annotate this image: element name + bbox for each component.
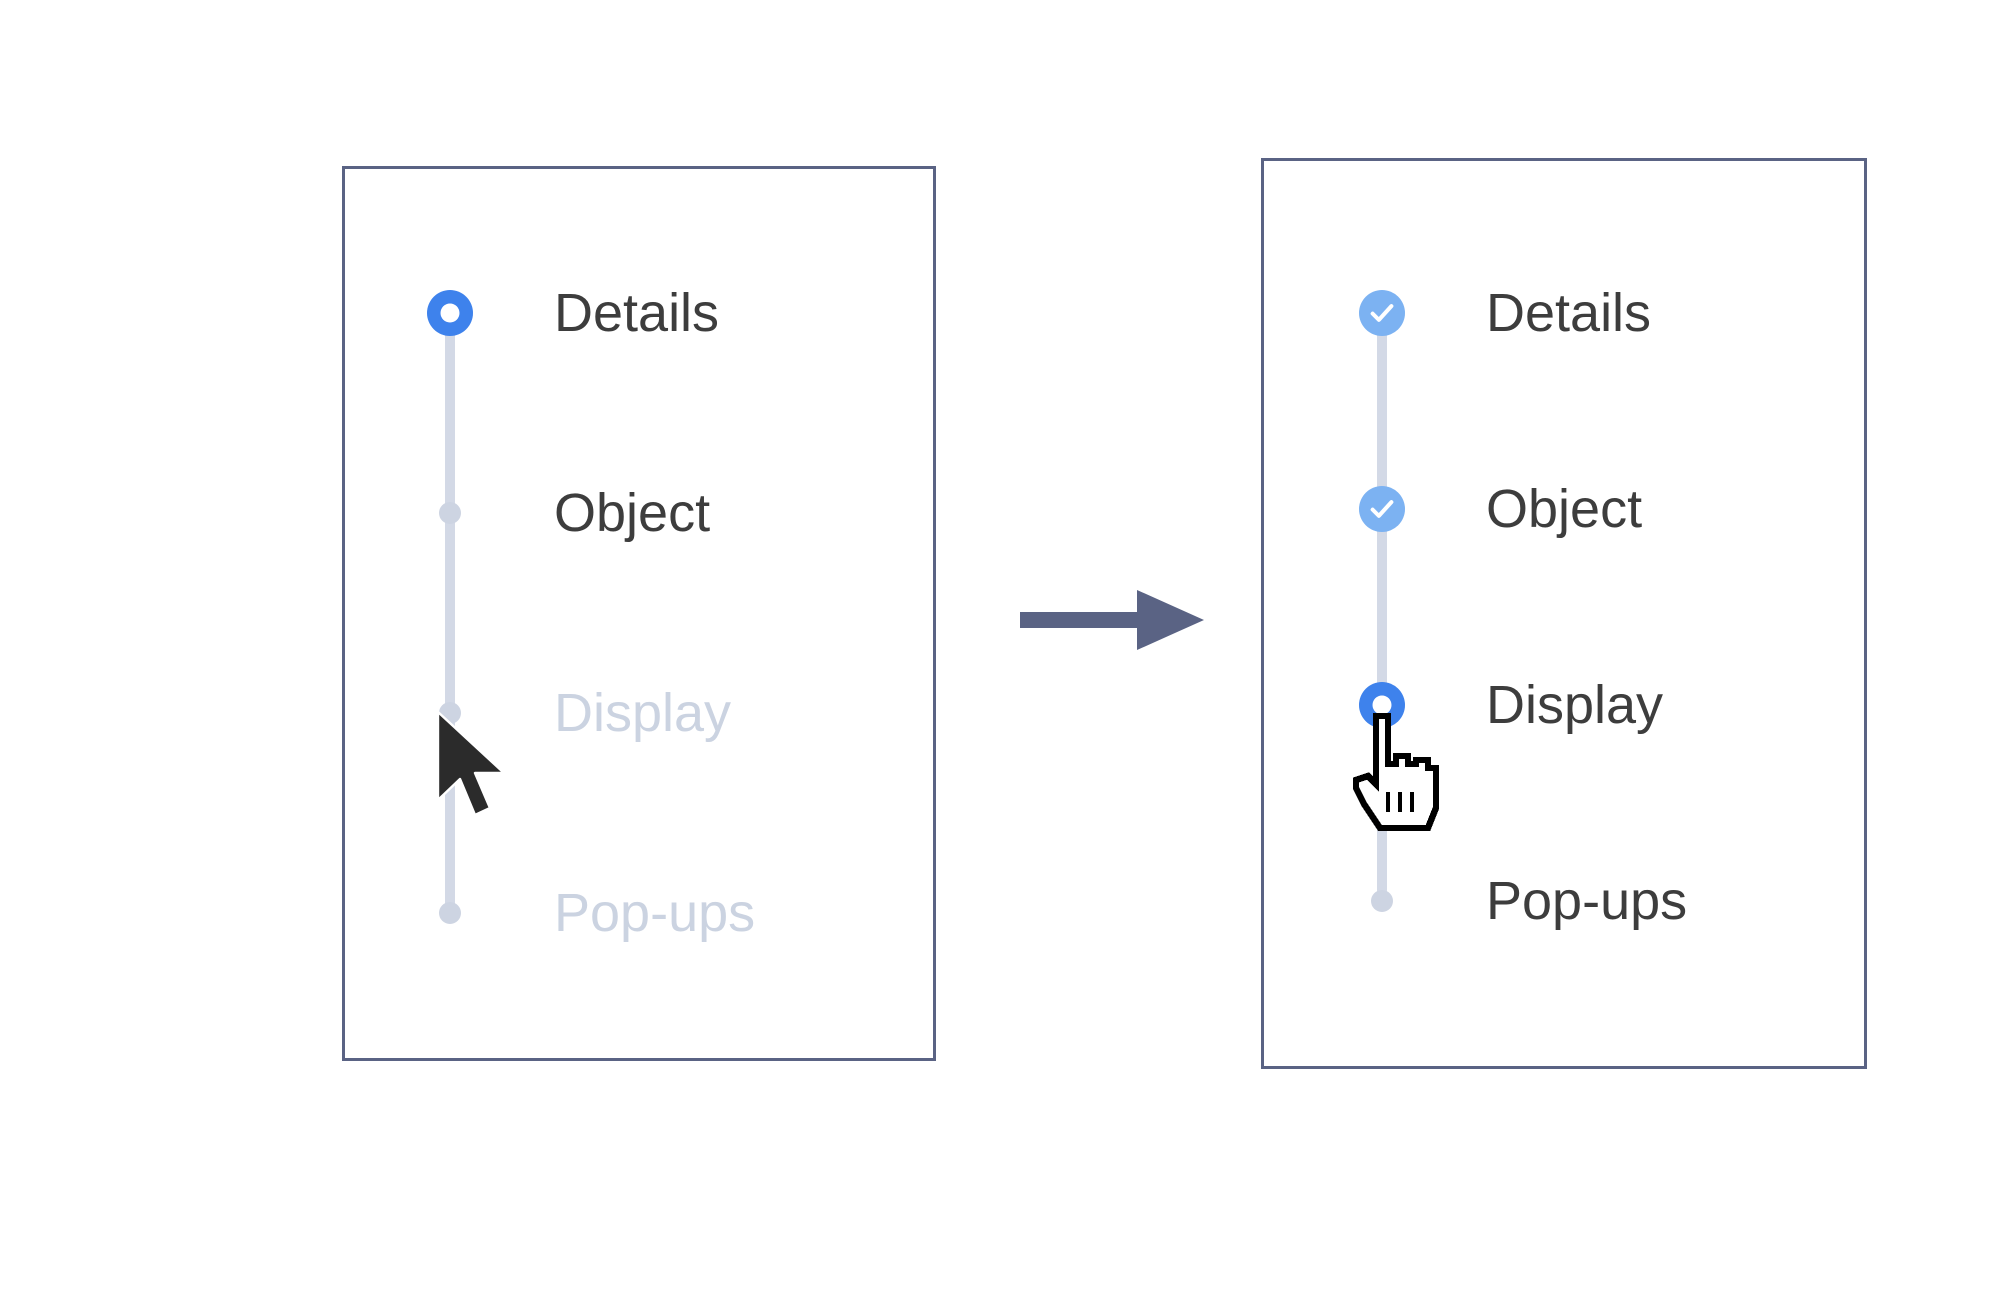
stepper-before: Details Object Display Pop-ups — [345, 169, 933, 1058]
connector-object-display — [445, 513, 455, 713]
connector-object-display — [1377, 509, 1387, 705]
step-label-details[interactable]: Details — [1486, 283, 1652, 343]
connector-details-object — [1377, 313, 1387, 509]
stepper-after: Details Object Display Pop-ups — [1264, 161, 1864, 1066]
step-label-details[interactable]: Details — [554, 283, 720, 343]
step-marker-popups[interactable] — [439, 902, 461, 924]
transition-arrow — [1020, 588, 1204, 652]
check-icon — [1370, 500, 1394, 518]
step-label-object[interactable]: Object — [554, 483, 711, 543]
step-label-popups[interactable]: Pop-ups — [1486, 871, 1688, 931]
connector-display-popups — [445, 713, 455, 913]
before-state-panel: Details Object Display Pop-ups — [342, 166, 936, 1061]
step-marker-object[interactable] — [439, 502, 461, 524]
step-label-display[interactable]: Display — [1486, 675, 1664, 735]
step-marker-display[interactable] — [1359, 682, 1405, 728]
connector-display-popups — [1377, 705, 1387, 901]
step-marker-details[interactable] — [1359, 290, 1405, 336]
connector-details-object — [445, 313, 455, 513]
step-marker-display[interactable] — [439, 702, 461, 724]
step-marker-popups[interactable] — [1371, 890, 1393, 912]
step-label-object[interactable]: Object — [1486, 479, 1643, 539]
step-marker-object[interactable] — [1359, 486, 1405, 532]
check-icon — [1370, 304, 1394, 322]
after-state-panel: Details Object Display Pop-ups — [1261, 158, 1867, 1069]
step-label-popups[interactable]: Pop-ups — [554, 883, 756, 943]
step-label-display[interactable]: Display — [554, 683, 732, 743]
step-marker-details[interactable] — [427, 290, 473, 336]
